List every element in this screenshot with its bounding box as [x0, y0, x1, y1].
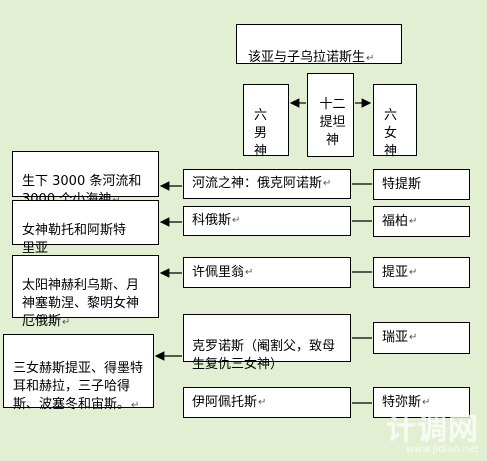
female-titan-phoebe: 福柏↵ — [373, 206, 470, 237]
return-mark-icon: ↵ — [62, 317, 71, 328]
oceanus-children-box: 生下 3000 条河流和 3000 个小海神↵ — [12, 151, 159, 207]
six-female-gods-box: 六 女 神 — [373, 84, 417, 159]
hyperion-children-box: 太阳神赫利乌斯、月 神塞勒涅、黎明女神 厄俄斯↵ — [12, 255, 159, 329]
female-titan-theia: 提亚↵ — [373, 257, 470, 288]
return-mark-icon: ↵ — [422, 396, 431, 408]
child-text: 女神勒托和阿斯特 里亚 — [22, 223, 127, 256]
child-text: 三女赫斯提亚、得墨特 耳和赫拉，三子哈得 斯、波塞冬和宙斯。 — [13, 361, 144, 412]
male-titan-iapetus: 伊阿佩托斯↵ — [183, 387, 351, 418]
return-mark-icon: ↵ — [366, 53, 375, 64]
female-titan-name: 提亚 — [382, 264, 409, 280]
gaia-uranus-text: 该亚与子乌拉诺斯生 — [248, 50, 366, 65]
male-titan-name: 河流之神：俄克阿诺斯 — [192, 176, 323, 191]
male-titan-coeus: 科俄斯↵ — [183, 206, 351, 236]
six-male-gods-box: 六 男 神 — [243, 84, 289, 159]
return-mark-icon: ↵ — [323, 178, 332, 189]
female-titan-name: 特弥斯 — [382, 394, 422, 410]
watermark-text: 计调网 — [386, 412, 479, 447]
return-mark-icon: ↵ — [258, 396, 267, 408]
female-titan-name: 特提斯 — [382, 176, 422, 192]
coeus-children-box: 女神勒托和阿斯特 里亚 — [12, 200, 159, 256]
male-titan-name: 克罗诺斯（阉割父，致母 生复仇三女神） — [192, 339, 336, 372]
return-mark-icon: ↵ — [232, 215, 241, 226]
female-titan-themis: 特弥斯↵ — [373, 387, 470, 418]
watermark-url: www.jidiao.net — [405, 444, 479, 455]
male-titan-hyperion: 许佩里翁↵ — [183, 257, 351, 288]
return-mark-icon: ↵ — [245, 266, 254, 278]
female-titan-name: 瑞亚 — [382, 330, 409, 345]
male-titan-oceanus: 河流之神：俄克阿诺斯↵ — [183, 169, 351, 199]
male-titan-name: 许佩里翁 — [192, 264, 245, 280]
child-text: 太阳神赫利乌斯、月 神塞勒涅、黎明女神 厄俄斯 — [22, 278, 140, 329]
return-mark-icon: ↵ — [409, 266, 418, 278]
male-titan-name: 伊阿佩托斯 — [192, 394, 258, 410]
female-titan-rhea: 瑞亚↵ — [373, 322, 470, 354]
six-male-gods-text: 六 男 神 — [254, 108, 268, 159]
return-mark-icon: ↵ — [409, 215, 418, 227]
female-titan-tethys: 特提斯 — [373, 169, 470, 200]
twelve-titans-text: 十二 提坦 神 — [319, 97, 346, 148]
male-titan-name: 科俄斯 — [192, 213, 232, 228]
return-mark-icon: ↵ — [409, 332, 418, 343]
watermark-logo: 计调网 www.jidiao.net — [386, 404, 479, 455]
six-female-gods-text: 六 女 神 — [384, 108, 398, 159]
female-titan-name: 福柏 — [382, 213, 409, 229]
twelve-titans-box: 十二 提坦 神 — [307, 73, 354, 157]
cronus-children-box: 三女赫斯提亚、得墨特 耳和赫拉，三子哈得 斯、波塞冬和宙斯。↵ — [3, 334, 154, 412]
return-mark-icon: ↵ — [131, 400, 140, 411]
male-titan-cronus: 克罗诺斯（阉割父，致母 生复仇三女神） — [183, 314, 351, 372]
gaia-uranus-box: 该亚与子乌拉诺斯生↵ — [236, 24, 402, 65]
